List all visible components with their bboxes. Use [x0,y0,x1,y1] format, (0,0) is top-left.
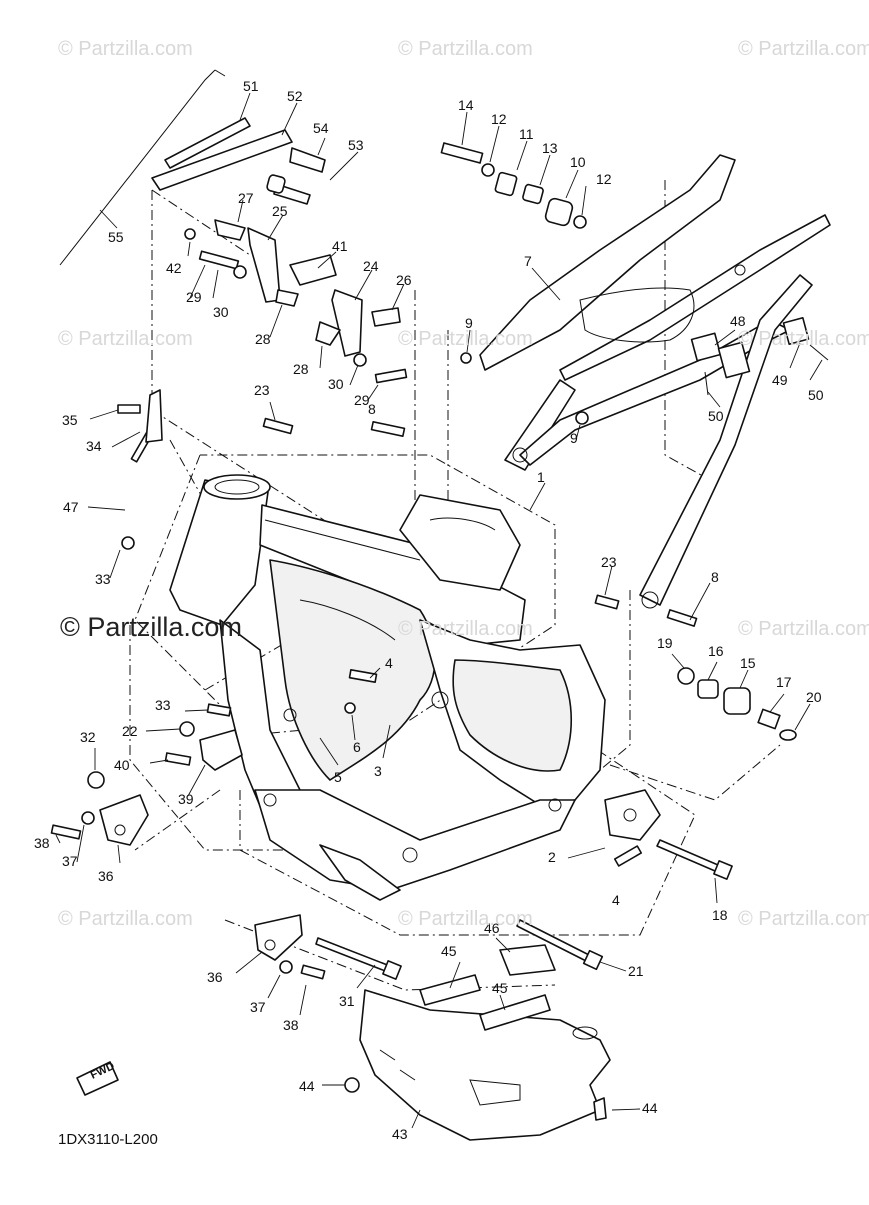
watermark: © Partzilla.com [738,328,869,350]
callout-13: 13 [542,140,558,156]
fasteners [50,142,829,1121]
callout-1: 1 [537,469,545,485]
callout-32: 32 [80,729,96,745]
callout-19: 19 [657,635,673,651]
callout-11: 11 [519,126,534,142]
callout-48: 48 [730,313,746,329]
callout-33: 33 [95,571,111,587]
watermark-large: © Partzilla.com [60,612,242,642]
main-frame [169,474,606,901]
watermark: © Partzilla.com [738,908,869,930]
callout-23b: 23 [601,554,617,570]
callout-15: 15 [740,655,756,671]
callout-23: 23 [254,382,270,398]
callout-35: 35 [62,412,78,428]
callout-40: 40 [114,757,130,773]
callout-37b: 37 [250,999,266,1015]
callout-9: 9 [465,315,473,331]
callout-7: 7 [524,253,532,269]
watermark: © Partzilla.com [58,908,193,930]
callout-2: 2 [548,849,556,865]
callout-labels: 1 2 3 4 4 5 6 7 8 8 9 9 10 11 12 12 13 1… [34,78,824,1142]
callout-28b: 28 [293,361,309,377]
upper-parts [59,69,401,357]
watermark: © Partzilla.com [738,618,869,640]
watermark: © Partzilla.com [398,38,533,60]
callout-24: 24 [363,258,379,274]
callout-39: 39 [178,791,194,807]
callout-54: 54 [313,120,329,136]
callout-17: 17 [776,674,792,690]
callout-47: 47 [63,499,79,515]
callout-12: 12 [491,111,507,127]
callout-6: 6 [353,739,361,755]
callout-31: 31 [339,993,355,1009]
callout-55: 55 [108,229,124,245]
callout-38: 38 [34,835,50,851]
callout-14: 14 [458,97,474,113]
callout-52: 52 [287,88,303,104]
callout-33b: 33 [155,697,171,713]
callout-44b: 44 [642,1100,658,1116]
callout-29: 29 [186,289,202,305]
callout-4: 4 [385,655,393,671]
skid-plate [359,989,611,1141]
callout-28: 28 [255,331,271,347]
callout-46: 46 [484,920,500,936]
callout-3: 3 [374,763,382,779]
watermark: © Partzilla.com [58,38,193,60]
diagram-code: 1DX3110-L200 [58,1131,158,1148]
callout-9b: 9 [570,430,578,446]
callout-29b: 29 [354,392,370,408]
callout-20: 20 [806,689,822,705]
callout-27: 27 [238,190,254,206]
callout-50b: 50 [808,387,824,403]
callout-26: 26 [396,272,412,288]
callout-53: 53 [348,137,364,153]
watermark: © Partzilla.com [58,328,193,350]
callout-37: 37 [62,853,78,869]
callout-49: 49 [772,372,788,388]
rear-subframe [479,154,831,471]
callout-18: 18 [712,907,728,923]
callout-38b: 38 [283,1017,299,1033]
callout-42: 42 [166,260,182,276]
engine-brackets [99,729,661,961]
callout-51: 51 [243,78,259,94]
callout-25: 25 [272,203,288,219]
callout-4b: 4 [612,892,620,908]
callout-12b: 12 [596,171,612,187]
callout-8: 8 [368,401,376,417]
leader-lines [55,92,823,1129]
rear-frame-strut [639,274,813,609]
callout-30: 30 [213,304,229,320]
callout-44: 44 [299,1078,315,1094]
rubber-pads [419,944,556,1031]
callout-16: 16 [708,643,724,659]
watermark: © Partzilla.com [398,618,533,640]
callout-36: 36 [98,868,114,884]
callout-30b: 30 [328,376,344,392]
callout-10: 10 [570,154,586,170]
watermark: © Partzilla.com [738,38,869,60]
callout-43: 43 [392,1126,408,1142]
long-bolts [315,839,733,980]
callout-22: 22 [122,723,138,739]
callout-36b: 36 [207,969,223,985]
callout-50: 50 [708,408,724,424]
watermark: © Partzilla.com [398,328,533,350]
fwd-arrow-shape [76,1061,119,1096]
watermark: © Partzilla.com [398,908,533,930]
callout-41: 41 [332,238,348,254]
callout-8b: 8 [711,569,719,585]
callout-21: 21 [628,963,644,979]
callout-5: 5 [334,769,342,785]
callout-34: 34 [86,438,102,454]
callout-45: 45 [441,943,457,959]
callout-45b: 45 [492,980,508,996]
